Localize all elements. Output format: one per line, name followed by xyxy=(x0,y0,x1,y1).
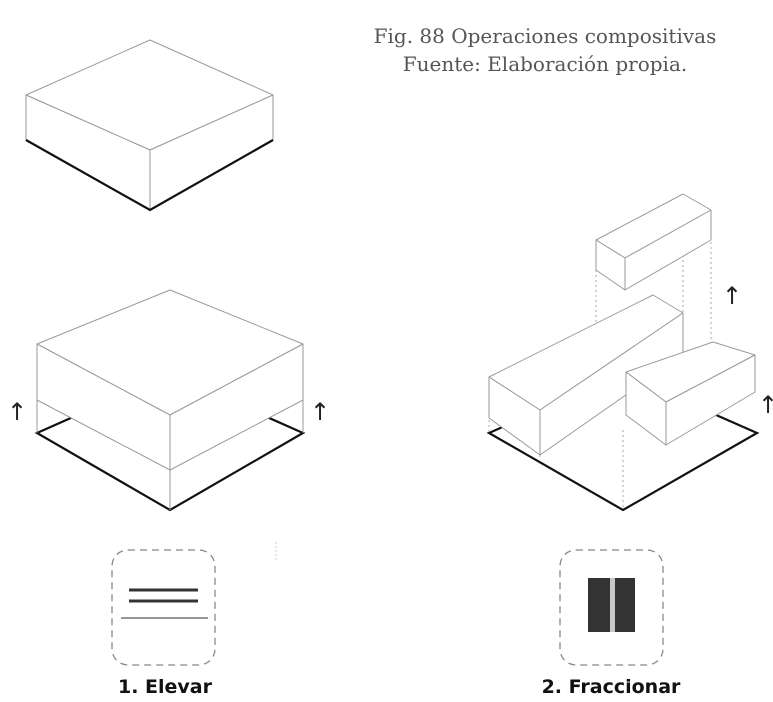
elevar-icon xyxy=(111,549,216,666)
caption-source: Fuente: Elaboración propia. xyxy=(402,52,688,76)
arrow-up-right: ↑ xyxy=(310,398,330,426)
arrow-up-right-block: ↑ xyxy=(758,391,773,419)
arrow-up-top-block: ↑ xyxy=(722,282,742,310)
figure-caption: Fig. 88 Operaciones compositivas Fuente:… xyxy=(330,22,760,78)
fraccionar-icon xyxy=(559,549,664,666)
arrow-up-left: ↑ xyxy=(7,398,27,426)
original-block xyxy=(25,39,274,212)
elevated-block: ↑ ↑ xyxy=(7,289,330,512)
fractioned-composition: ↑ ↑ xyxy=(486,193,773,512)
ground-outline xyxy=(25,139,274,212)
label-elevar: 1. Elevar xyxy=(117,676,212,698)
label-fraccionar: 2. Fraccionar xyxy=(541,676,681,698)
caption-title: Fig. 88 Operaciones compositivas xyxy=(373,24,717,48)
